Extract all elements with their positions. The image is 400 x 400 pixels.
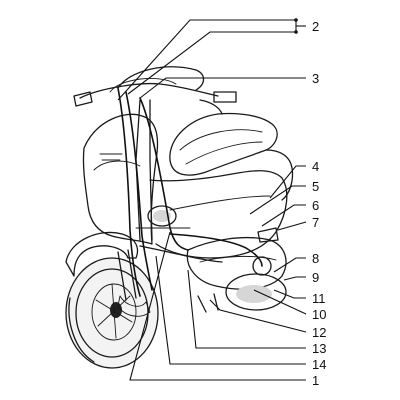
windscreen: [117, 66, 205, 91]
engine-block: [186, 236, 287, 290]
callout-2: 2: [312, 19, 319, 34]
callout-14: 14: [312, 357, 326, 372]
tail-fairing: [265, 149, 294, 201]
callout-10: 10: [312, 307, 326, 322]
front-fork: [117, 249, 137, 301]
headlight: [147, 205, 177, 227]
callout-11: 11: [312, 291, 326, 306]
body-side-panel: [149, 170, 288, 259]
callout-8: 8: [312, 251, 319, 266]
callout-13: 13: [312, 341, 326, 356]
steering-column: [135, 99, 153, 241]
front-wheel: [65, 257, 159, 369]
rear-wheel: [225, 273, 287, 311]
callout-12: 12: [312, 325, 326, 340]
scooter-illustration: [65, 66, 294, 369]
callout-6: 6: [312, 198, 319, 213]
callout-1: 1: [312, 373, 319, 388]
callout-4: 4: [312, 159, 319, 174]
footboard: [139, 245, 223, 263]
front-shield: [82, 113, 159, 245]
callout-5: 5: [312, 179, 319, 194]
control-cables: [117, 87, 263, 297]
callout-3: 3: [312, 71, 319, 86]
callout-9: 9: [312, 270, 319, 285]
callout-labels: 2 3 4 5 6 7 8 9 11 10 12 13 14 1: [312, 19, 326, 388]
handlebar: [73, 78, 237, 115]
center-stand: [197, 293, 219, 313]
tail-light: [257, 227, 279, 243]
leader-lines: [117, 18, 307, 381]
seat: [169, 112, 278, 176]
callout-7: 7: [312, 215, 319, 230]
